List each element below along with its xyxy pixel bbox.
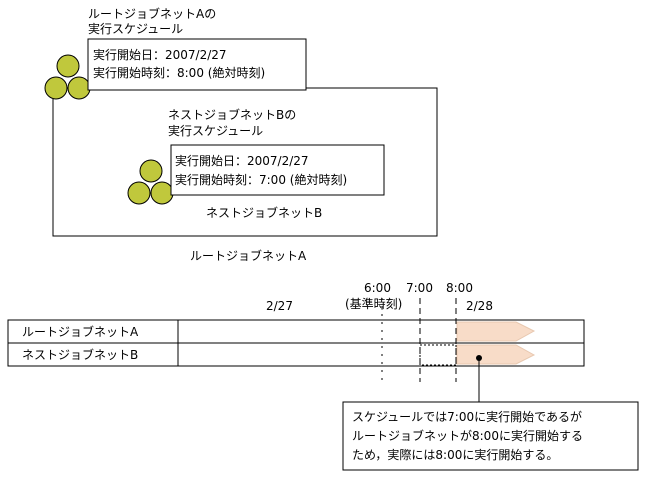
nested-start-time: 実行開始時刻：7:00 (絶対時刻) [175,172,347,187]
root-schedule-box [87,38,307,91]
row-label-nested: ネストジョブネットB [22,347,138,362]
callout-box [342,401,639,471]
time-6-00: 6:00 [364,281,391,295]
nested-scheduled-slot [419,344,457,366]
row-label-root: ルートジョブネットA [22,324,139,339]
root-start-time: 実行開始時刻：8:00 (絶対時刻) [93,65,265,80]
nested-schedule-label-2: 実行スケジュール [168,123,263,138]
base-time-note: (基準時刻) [345,296,402,311]
date-2-28: 2/28 [466,299,493,313]
date-2-27: 2/27 [266,299,293,313]
callout-line-2: ルートジョブネットが8:00に実行開始する [352,428,583,443]
nested-jobnet-name: ネストジョブネットB [206,205,322,220]
root-schedule-label-2: 実行スケジュール [88,21,183,36]
root-start-date: 実行開始日：2007/2/27 [93,47,227,62]
callout-line-3: ため，実際には8:00に実行開始する。 [352,447,558,462]
callout-line-1: スケジュールでは7:00に実行開始であるが [352,409,582,424]
bar-nested-execution [456,344,536,365]
time-8-00: 8:00 [446,281,473,295]
nested-jobnet-icon [127,159,174,205]
nested-schedule-label-1: ネストジョブネットBの [168,107,296,122]
bar-root-execution [456,321,536,342]
time-7-00: 7:00 [406,281,433,295]
nested-schedule-box [170,144,385,196]
root-schedule-label-1: ルートジョブネットAの [88,6,216,21]
nested-start-date: 実行開始日：2007/2/27 [175,153,309,168]
root-jobnet-name: ルートジョブネットA [190,248,307,263]
